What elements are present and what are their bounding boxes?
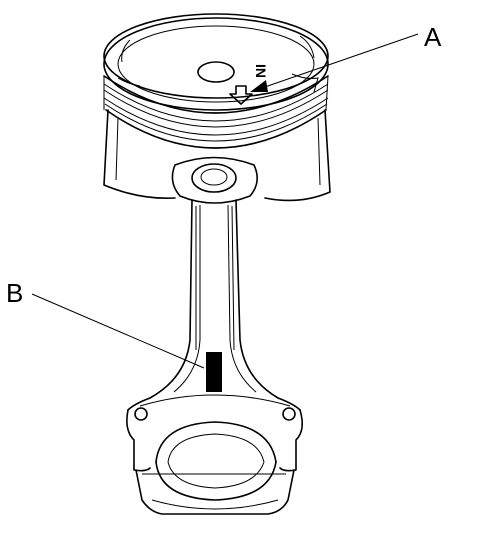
in-arrow-icon: IN [229, 64, 269, 105]
connecting-rod [126, 199, 304, 515]
big-end-bore [155, 421, 277, 501]
piston-rings [103, 75, 329, 149]
leader-line-b [31, 293, 205, 369]
callout-label-a: A [424, 22, 442, 52]
leader-line-a [261, 33, 419, 89]
callout-leaders [31, 33, 419, 369]
piston-crown [103, 13, 329, 111]
rod-marking-block [206, 352, 222, 392]
callout-label-b: B [6, 278, 24, 308]
piston-in-marking: IN [253, 64, 269, 78]
piston-pin-boss [171, 156, 258, 204]
piston: IN [103, 13, 331, 204]
leader-arrow-a [250, 80, 268, 92]
